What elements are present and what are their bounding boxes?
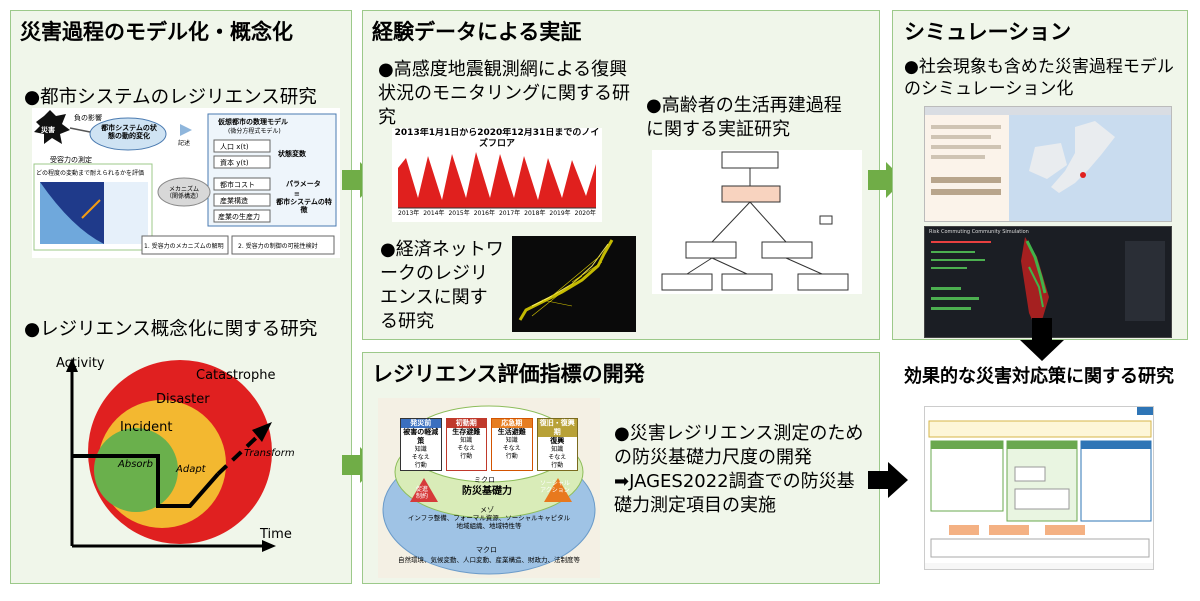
concept-incident: Incident [120,420,173,435]
arrow-right-black [868,462,908,498]
label-promote-constrain: 促進 制約 [416,486,429,500]
phase-name: 初動期 [446,419,486,428]
noise-floor-years: 2013年 2014年 2015年 2016年 2017年 2018年 2019… [398,210,596,218]
label-social-action: ソーシャル アクション [540,480,570,494]
label-mechanism: メカニズム（関係構造） [165,186,202,200]
concept-disaster: Disaster [156,392,210,407]
phase-box: 初動期 生存避難 知識 そなえ 行動 [445,418,487,471]
panel-simulation-title: シミュレーション [904,20,1072,44]
phase-items: 知識 そなえ 行動 [502,437,521,460]
basic-power-figure: 発災前 被害の軽減策 知識 そなえ 行動 初動期 生存避難 知識 そなえ 行動 … [378,398,600,578]
label-parameter: パラメータ [286,180,321,188]
panel-empirical-title: 経験データによる実証 [372,20,582,44]
urban-model-figure: 災害 負の影響 都市システムの状態の動的変化 記述 仮想都市の数理モデル (微分… [32,108,340,258]
label-disaster: 災害 [41,126,55,134]
year-tick: 2016年 [473,210,495,217]
label-industry: 産業構造 [220,197,248,205]
noise-floor-title: 2013年1月1日から2020年12月31日までのノイズフロア [394,128,600,149]
simulation-screenshot-dark: Risk Commuting Community Simulation [924,226,1172,338]
phase-boxes: 発災前 被害の軽減策 知識 そなえ 行動 初動期 生存避難 知識 そなえ 行動 … [400,418,578,471]
phase-name: 応急期 [492,419,532,428]
empirical-bullet-economic: ●経済ネットワークのレジリエンスに関する研究 [380,239,504,332]
phase-items: 知識 そなえ 行動 [411,446,430,469]
year-tick: 2013年 [398,210,420,217]
label-measure-tolerance: 受容力の測定 [50,156,92,164]
arrow-down [1020,318,1064,361]
indicators-bullet-jages: ➡JAGES2022調査での防災基礎力測定項目の実施 [614,471,855,516]
label-basic-power: 防災基礎力 [462,486,512,497]
label-city-features: 都市システムの特徴 [276,198,332,214]
elderly-flowchart [652,150,862,294]
phase-sub: 復興 [550,437,565,445]
phase-name: 復旧・復興期 [537,419,577,437]
label-virtual-city-model: 仮想都市の数理モデル [218,118,288,126]
label-macro-items: 自然環境、気候変動、人口変動、産業構造、財政力、法制度等 [398,556,580,564]
label-virtual-city-sub: (微分方程式モデル) [228,128,281,135]
label-eval-question: どの程度の変動まで耐えられるかを評価 [36,170,145,177]
label-micro: ミクロ [474,476,495,484]
sim-app-title: Risk Commuting Community Simulation [929,229,1029,235]
concept-catastrophe: Catastrophe [196,368,276,383]
year-tick: 2015年 [448,210,470,217]
phase-sub: 生活避難 [497,428,526,436]
effective-title: 効果的な災害対応策に関する研究 [904,366,1174,387]
label-equals: ≡ [294,190,300,198]
simulation-bullet: ●社会現象も含めた災害過程モデルのシミュレーション化 [904,57,1174,99]
economic-network-image [512,236,636,332]
label-dynamic-change: 都市システムの状態の動的変化 [101,124,157,140]
label-meso: メゾ [480,506,494,514]
concept-time: Time [260,527,292,542]
phase-items: 知識 そなえ 行動 [548,446,567,469]
year-tick: 2018年 [524,210,546,217]
label-city-cost: 都市コスト [220,181,255,189]
modeling-bullet-concept: ●レジリエンス概念化に関する研究 [24,319,318,340]
label-describe: 記述 [178,140,191,147]
year-tick: 2014年 [423,210,445,217]
phase-box: 復旧・復興期 復興 知識 そなえ 行動 [536,418,578,471]
label-population: 人口 x(t) [220,143,249,151]
label-macro: マクロ [476,546,497,554]
label-step1: 1. 受容力のメカニズムの解明 [144,243,224,250]
phase-box: 発災前 被害の軽減策 知識 そなえ 行動 [400,418,442,471]
concept-adapt: Adapt [176,464,206,475]
phase-name: 発災前 [401,419,441,428]
panel-indicators-title: レジリエンス評価指標の開発 [372,362,645,386]
label-state-var: 状態変数 [278,150,306,158]
phase-box: 応急期 生活避難 知識 そなえ 行動 [491,418,533,471]
resilience-concept-figure: Activity Time Catastrophe Disaster Incid… [40,346,340,576]
label-income: 資本 y(t) [220,159,249,167]
concept-transform: Transform [244,448,295,459]
label-step2: 2. 受容力の制御の可能性検討 [238,243,318,250]
phase-sub: 生存避難 [452,428,481,436]
empirical-bullet-seismic: ●高感度地震観測網による復興状況のモニタリングに関する研究 [378,59,630,128]
simulation-screenshot-map [924,106,1172,222]
panel-modeling-title: 災害過程のモデル化・概念化 [20,20,293,44]
year-tick: 2019年 [549,210,571,217]
concept-activity: Activity [56,356,105,371]
noise-floor-chart: 2013年1月1日から2020年12月31日までのノイズフロア 2013年 20… [392,128,602,222]
indicators-bullet-scale: ●災害レジリエンス測定のための防災基礎力尺度の開発 [614,423,864,468]
label-productivity: 産業の生産力 [218,213,260,221]
phase-items: 知識 そなえ 行動 [457,437,476,460]
label-meso-items: インフラ整備、フォーマル資源、ソーシャルキャピタル 地域組織、地域特性等 [407,514,571,530]
effective-measures-slide [924,406,1154,570]
year-tick: 2017年 [498,210,521,217]
year-tick: 2020年 [574,210,596,217]
phase-sub: 被害の軽減策 [403,428,439,445]
empirical-bullet-elderly: ●高齢者の生活再建過程に関する実証研究 [646,95,842,140]
label-impact: 負の影響 [74,114,102,122]
concept-absorb: Absorb [118,459,153,470]
modeling-bullet-urban: ●都市システムのレジリエンス研究 [24,87,317,108]
